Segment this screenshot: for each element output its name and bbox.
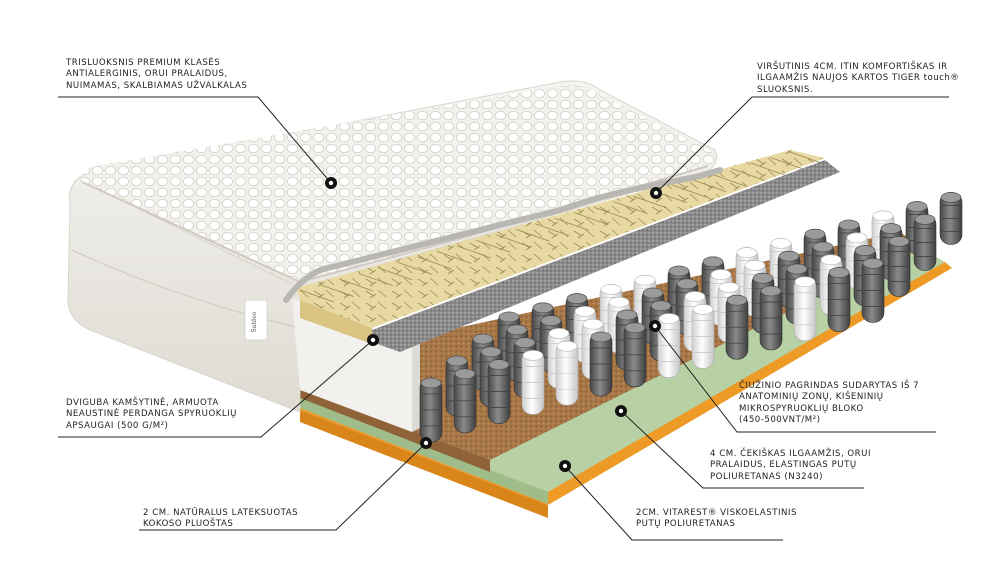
latex-cut-line	[593, 206, 629, 220]
pocket-spring	[759, 285, 783, 351]
latex-cut-line	[789, 151, 825, 165]
pocket-spring	[725, 294, 749, 360]
pocket-spring	[913, 214, 937, 271]
callout-visco-layer: 2CM. VITAREST® VISKOELASTINIS PUTŲ POLIU…	[636, 508, 797, 531]
pocket-spring	[939, 192, 963, 245]
cover-cut-face	[292, 298, 420, 432]
latex-cut-line	[378, 267, 413, 281]
latex-cut-line	[691, 179, 727, 192]
leader-foam	[620, 410, 864, 489]
latex-cut-line	[633, 195, 668, 209]
leader-lines	[58, 96, 949, 541]
callout-line: (450-500VNT/M²)	[739, 415, 821, 426]
callout-line: PRALAIDUS, ELASTINGAS PUTŲ	[710, 460, 857, 471]
callout-line: TRISLUOKSNIS PREMIUM KLASĖS	[66, 58, 221, 68]
callout-line: ČIUŽINIO PAGRINDAS SUDARYTAS IŠ 7	[739, 381, 920, 391]
leader-visco	[564, 465, 783, 541]
leader-felt	[58, 339, 374, 438]
callout-line: 4 CM. ČEKIŠKAS ILGAAMŽIS, ORUI	[710, 449, 871, 459]
pocket-spring	[419, 377, 443, 443]
callout-line: ANATOMINIŲ ZONŲ, KIŠENINIŲ	[739, 392, 884, 403]
callout-top-cover: TRISLUOKSNIS PREMIUM KLASĖS ANTIALERGINI…	[66, 58, 247, 92]
latex-cut-line	[319, 284, 354, 297]
pocket-spring	[555, 340, 579, 406]
latex-cut-line	[515, 228, 550, 242]
tiger-layer-shape	[296, 150, 825, 344]
callout-line: MIKROSPYRUOKLIŲ BLOKO	[739, 403, 864, 414]
pocket-spring	[487, 359, 511, 424]
callout-line: ILGAAMŽIS NAUJOS KARTOS TIGER touch®	[757, 73, 960, 84]
felt-layer-shape	[372, 160, 840, 352]
latex-cut-line	[456, 245, 491, 259]
callout-line: NUIMAMAS, SKALBIAMAS UŽVALKALAS	[66, 80, 248, 91]
callout-coco-layer: 2 CM. NATŪRALUS LATEKSUOTAS KOKOSO PLUOŠ…	[143, 508, 298, 531]
latex-cut-line	[672, 184, 707, 198]
latex-cut-line	[495, 234, 531, 248]
pocket-spring	[827, 267, 851, 332]
latex-cut-line	[750, 162, 785, 176]
pocket-spring	[887, 236, 911, 297]
pocket-spring	[691, 304, 715, 369]
pocket-spring	[657, 313, 681, 378]
pocket-spring	[589, 331, 613, 397]
pocket-spring	[521, 350, 545, 415]
pocket-spring	[453, 368, 477, 434]
latex-cut-line	[299, 289, 335, 303]
pocket-spring	[861, 258, 885, 323]
callout-line: 2 CM. NATŪRALUS LATEKSUOTAS	[143, 508, 299, 518]
callout-line: NEAUSTINĖ PERDANGA SPYRUOKLIŲ	[66, 409, 237, 420]
callout-line: KOKOSO PLUOŠTAS	[143, 519, 234, 530]
latex-cut-line	[417, 256, 452, 270]
latex-cut-line	[339, 278, 374, 292]
brand-tag: Saldeo	[244, 299, 268, 341]
latex-cut-line	[554, 217, 589, 231]
callout-line: APSAUGAI (500 G/M²)	[66, 420, 169, 431]
latex-cut-line	[476, 239, 511, 253]
pocket-spring	[623, 322, 647, 388]
callout-line: SLUOKSNIS.	[757, 84, 814, 95]
latex-cut-line	[437, 250, 472, 264]
leader-tiger	[655, 96, 949, 194]
callout-line: ANTIALERGINIS, ORUI PRALAIDUS,	[66, 69, 228, 80]
leader-coco	[139, 442, 427, 531]
latex-cut-line	[358, 273, 393, 286]
brand-label: Saldeo	[251, 311, 258, 332]
latex-cut-line	[731, 168, 766, 181]
latex-cut-line	[711, 173, 746, 187]
latex-cut-line	[574, 212, 609, 226]
callout-tiger-layer: VIRŠUTINIS 4CM. ITIN KOMFORTIŠKAS IR ILG…	[757, 62, 959, 96]
latex-cut-line	[613, 201, 648, 215]
latex-cut-line	[770, 157, 805, 170]
callout-line: DVIGUBA KAMŠYTINĖ, ARMUOTA	[66, 398, 219, 408]
callout-spring-base: ČIUŽINIO PAGRINDAS SUDARYTAS IŠ 7 ANATOM…	[739, 381, 919, 427]
callout-line: POLIURETANAS (N3240)	[710, 471, 823, 482]
callout-line: PUTŲ POLIURETANAS	[636, 519, 736, 530]
pocket-spring	[793, 276, 817, 342]
latex-cut-line	[397, 262, 433, 275]
latex-cut-line	[535, 223, 570, 237]
callout-line: 2CM. VITAREST® VISKOELASTINIS	[636, 508, 797, 518]
callout-line: VIRŠUTINIS 4CM. ITIN KOMFORTIŠKAS IR	[757, 62, 948, 72]
spring-block	[419, 192, 963, 443]
leader-top-cover	[58, 96, 332, 184]
callout-foam-layer: 4 CM. ČEKIŠKAS ILGAAMŽIS, ORUI PRALAIDUS…	[710, 449, 871, 483]
cover-flap-edge	[283, 167, 723, 303]
leader-springs	[654, 325, 936, 433]
callout-felt-layer: DVIGUBA KAMŠYTINĖ, ARMUOTA NEAUSTINĖ PER…	[66, 398, 237, 432]
